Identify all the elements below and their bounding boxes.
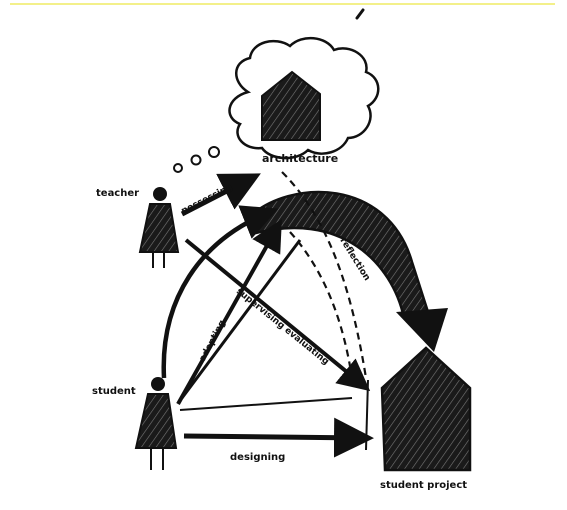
supervising-evaluating-label: supervising evaluating — [234, 287, 330, 368]
teacher-label: teacher — [96, 188, 139, 199]
student-to-project-line — [180, 398, 352, 410]
teacher-figure — [140, 187, 178, 268]
student-project-label: student project — [380, 480, 467, 491]
student-label: student — [92, 386, 136, 397]
supervising-evaluating-arrow — [186, 240, 364, 386]
top-mark — [357, 10, 363, 18]
designing-arrow — [184, 436, 364, 438]
student-figure — [136, 377, 176, 470]
project-vertical-line — [366, 380, 368, 450]
designing-label: designing — [230, 452, 285, 463]
possessing-label: possessing — [180, 182, 235, 216]
student-project-house — [382, 348, 470, 470]
top-rule — [10, 3, 555, 5]
architecture-label: architecture — [262, 152, 338, 165]
